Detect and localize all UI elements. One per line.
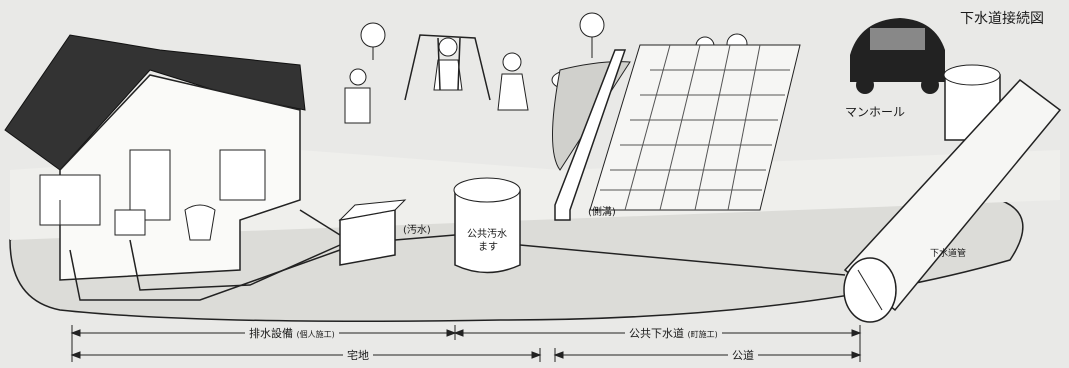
public-sewer-label: 公共下水道 bbox=[629, 327, 684, 340]
drainage-note: (個人施工) bbox=[296, 330, 335, 339]
sewer-pipe-label: 下水道管 bbox=[930, 249, 967, 259]
sidewalk bbox=[589, 44, 801, 211]
diagram-title: 下水道接続図 bbox=[960, 11, 1044, 27]
public-sewer-note: (町施工) bbox=[687, 330, 718, 339]
public-sewer-span-label: 公共下水道 (町施工) bbox=[625, 328, 722, 339]
tree bbox=[360, 22, 386, 48]
public-basin-label-2: ます bbox=[478, 242, 498, 253]
public-basin bbox=[453, 177, 521, 274]
public-basin-label-1: 公共汚水 bbox=[467, 229, 507, 240]
side-ditch bbox=[554, 49, 627, 221]
residential-label: 宅地 bbox=[343, 350, 373, 361]
swing bbox=[404, 34, 491, 101]
side-ditch-label: (側溝) bbox=[588, 207, 616, 218]
drainage-span-label: 排水設備 (個人施工) bbox=[245, 328, 339, 339]
house bbox=[4, 34, 306, 281]
manhole-label: マンホール bbox=[845, 105, 906, 119]
public-road-label: 公道 bbox=[728, 350, 758, 361]
sewage-label: (汚水) bbox=[403, 225, 431, 236]
drainage-label: 排水設備 bbox=[249, 327, 293, 340]
drain-pipes bbox=[69, 209, 846, 301]
tree bbox=[579, 12, 605, 38]
car bbox=[850, 18, 945, 94]
